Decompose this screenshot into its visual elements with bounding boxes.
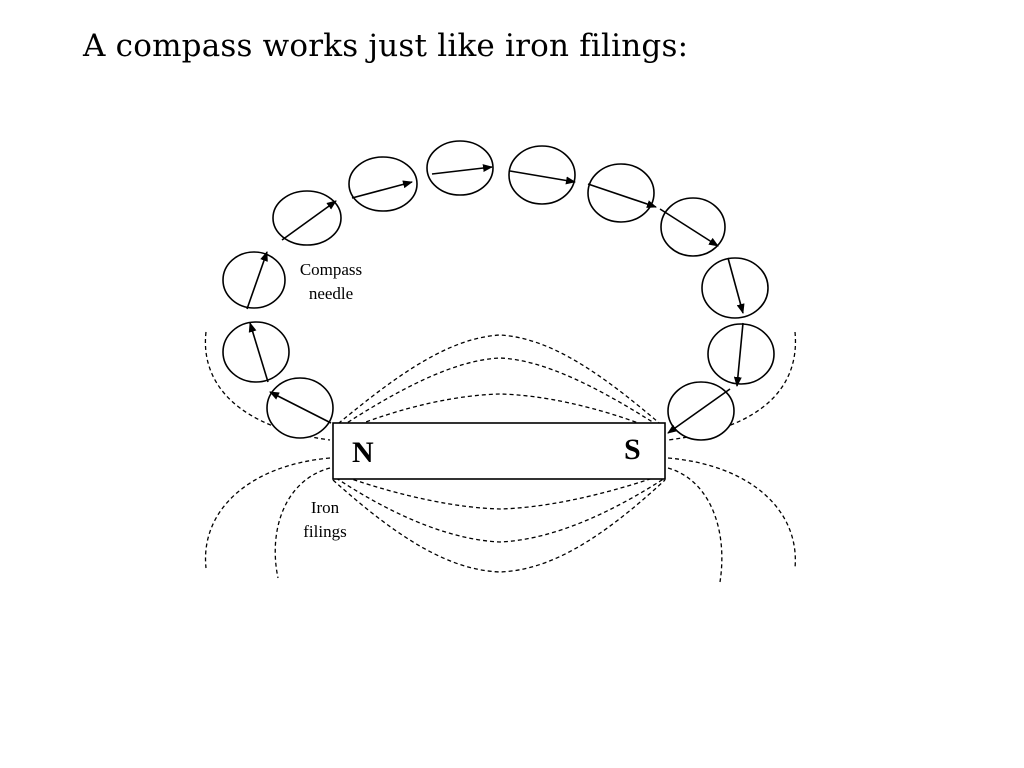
compass-needle-callout: Compass needle (300, 260, 362, 303)
compass-6 (426, 140, 494, 196)
compass-7 (508, 145, 576, 205)
compass-needle-label-line-1: Compass (300, 260, 362, 279)
compass-needle-arrow (727, 257, 745, 314)
iron-filings-callout: Iron filings (303, 498, 346, 541)
compass-3 (222, 251, 286, 310)
compass-needle-arrow (659, 208, 719, 247)
field-line-left-inner-bottom (274, 467, 331, 579)
field-line-left-outer-bottom (204, 457, 331, 569)
magnet-body (332, 422, 666, 480)
iron-filing-field-lines (204, 331, 797, 583)
iron-filings-label-line-2: filings (303, 522, 346, 541)
compass-1 (266, 377, 334, 439)
compass-needle-arrow (269, 391, 332, 424)
compass-11 (707, 322, 775, 387)
field-line-right-inner-bottom (667, 467, 723, 583)
compass-needle-arrow (587, 183, 657, 208)
compass-needle-arrow (246, 251, 268, 310)
compass-needle-arrow (248, 322, 269, 383)
field-line-right-outer-bottom (667, 457, 796, 569)
compass-needle-arrow (431, 164, 493, 175)
south-pole-label: S (624, 433, 641, 466)
north-pole-label: N (352, 436, 374, 469)
compass-needle-arrow (281, 200, 337, 241)
compass-4 (272, 190, 342, 246)
compass-needle-arrow (733, 322, 744, 387)
field-line-bottom-inner (339, 474, 663, 510)
compass-9 (659, 197, 726, 257)
compass-arc (222, 140, 775, 441)
compass-needle-arrow (509, 170, 576, 185)
slide-title: A compass works just like iron filings: (83, 28, 689, 64)
compass-5 (348, 156, 418, 212)
field-line-top-outer (332, 334, 666, 429)
bar-magnet: N S (332, 422, 666, 480)
compass-12 (667, 381, 735, 441)
field-line-top-middle (335, 357, 666, 431)
compass-2 (222, 321, 290, 383)
field-line-bottom-middle (335, 477, 666, 543)
field-line-bottom-outer (332, 479, 666, 573)
compass-needle-label-line-2: needle (309, 284, 353, 303)
compass-needle-arrow (667, 388, 731, 434)
field-line-left-outer-top (204, 331, 331, 441)
compass-8 (587, 163, 657, 223)
iron-filings-label-line-1: Iron (311, 498, 340, 517)
compass-10 (701, 257, 769, 319)
compass-needle-arrow (351, 180, 413, 199)
